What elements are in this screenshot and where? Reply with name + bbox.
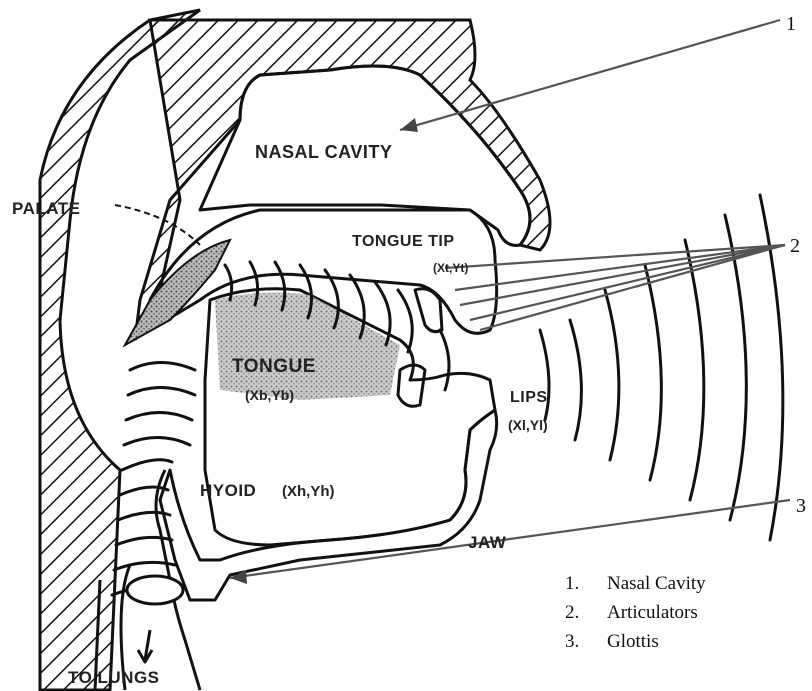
label-lips-coord: (Xl,Yl) [508,417,548,433]
legend: 1. Nasal Cavity 2. Articulators 3. Glott… [565,573,706,652]
label-nasal-cavity: NASAL CAVITY [255,142,392,162]
callout-number-1: 1 [786,13,796,35]
pharynx-waves [112,363,195,596]
label-lips: LIPS [510,389,548,406]
lungs-arrow [138,630,152,662]
callout-number-2: 2 [790,235,800,257]
label-jaw: JAW [468,533,507,552]
vocal-folds [127,576,183,604]
legend-item-2-number: 2. [565,602,579,623]
legend-item-3-text: Glottis [607,631,659,652]
upper-teeth [415,289,442,332]
tongue-dark-region [215,292,400,400]
callout-line-3 [230,500,790,578]
legend-item-1-text: Nasal Cavity [607,573,706,594]
legend-item-2-text: Articulators [607,602,698,623]
label-palate: PALATE [12,199,80,218]
label-to-lungs: TO LUNGS [68,668,160,687]
label-hyoid-coord: (Xh,Yh) [282,483,335,500]
legend-item-3-number: 3. [565,631,579,652]
label-tongue: TONGUE [232,356,316,377]
label-tongue-tip-coord: (Xt,Yt) [433,261,468,275]
legend-item-1-number: 1. [565,573,579,594]
label-tongue-tip: TONGUE TIP [352,233,455,250]
callout-arrowhead-1 [400,118,418,132]
label-tongue-coord: (Xb,Yb) [245,387,294,403]
callout-number-3: 3 [796,495,806,517]
label-hyoid: HYOID [200,481,256,500]
